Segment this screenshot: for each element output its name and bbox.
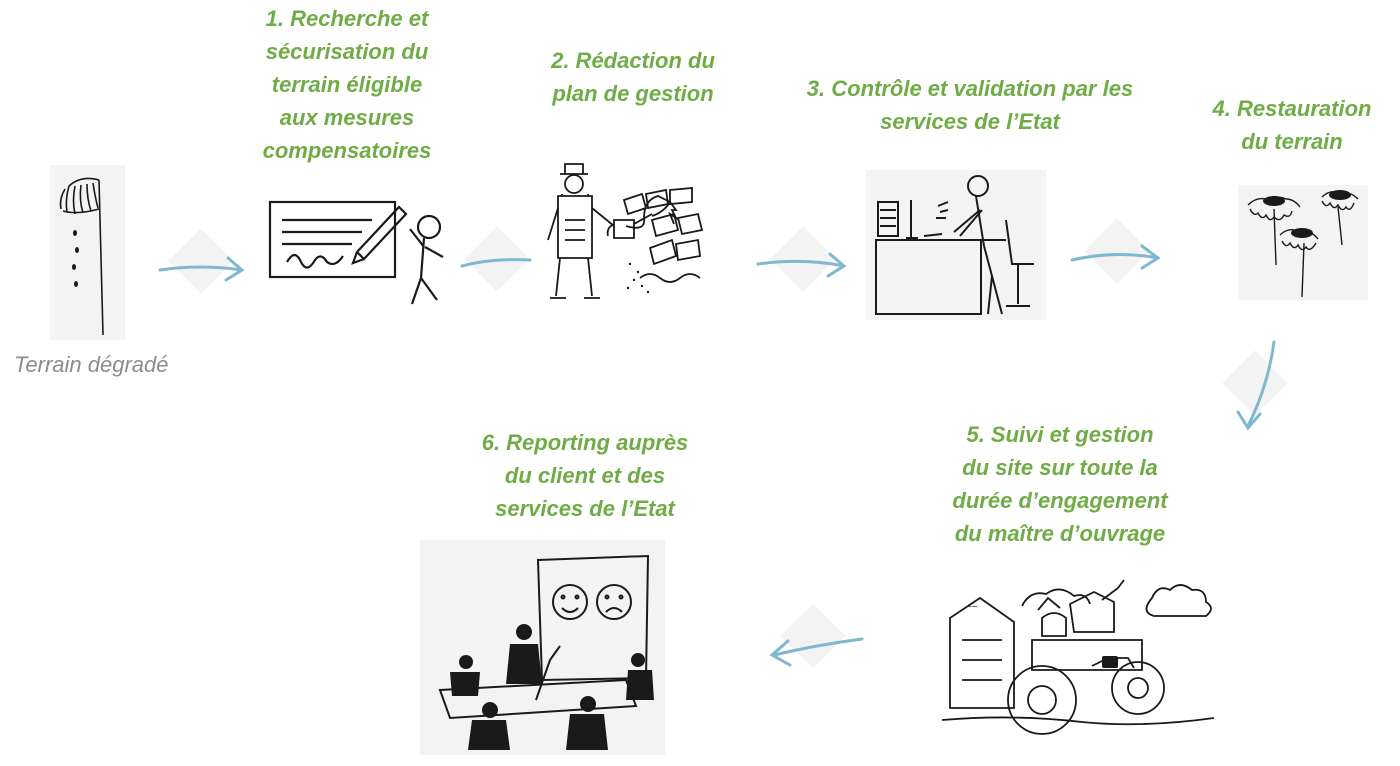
- step-3-title: 3. Contrôle et validation par les servic…: [806, 76, 1134, 134]
- svg-text:~~: ~~: [966, 602, 978, 613]
- arrow-step-4-to-step-5: [1222, 340, 1288, 431]
- step-2-title: 2. Rédaction du plan de gestion: [551, 48, 715, 106]
- arrow-step-2-to-step-3: [756, 226, 847, 292]
- arrow-step-3-to-step-4: [1070, 218, 1161, 284]
- gardener-icon: [547, 163, 704, 299]
- step-6-title: 6. Reporting auprès du client et des ser…: [481, 430, 689, 521]
- arrow-start-to-step-1: [158, 228, 245, 294]
- flowers-icon: [1238, 185, 1368, 300]
- step-5-title: 5. Suivi et gestion du site sur toute la…: [952, 422, 1168, 546]
- start-caption: Terrain dégradé: [14, 352, 169, 377]
- arrow-step-1-to-step-2: [460, 226, 532, 292]
- meeting-icon: [420, 540, 665, 755]
- tractor-farmer-icon: ~~: [941, 579, 1215, 735]
- wilted-flower-icon: [50, 165, 125, 340]
- step-4-title: 4. Restauration du terrain: [1212, 96, 1372, 154]
- arrow-step-5-to-step-6: [769, 603, 864, 669]
- contract-signing-icon: [268, 200, 444, 305]
- office-desk-icon: [866, 170, 1046, 320]
- step-1-title: 1. Recherche et sécurisation du terrain …: [262, 6, 432, 163]
